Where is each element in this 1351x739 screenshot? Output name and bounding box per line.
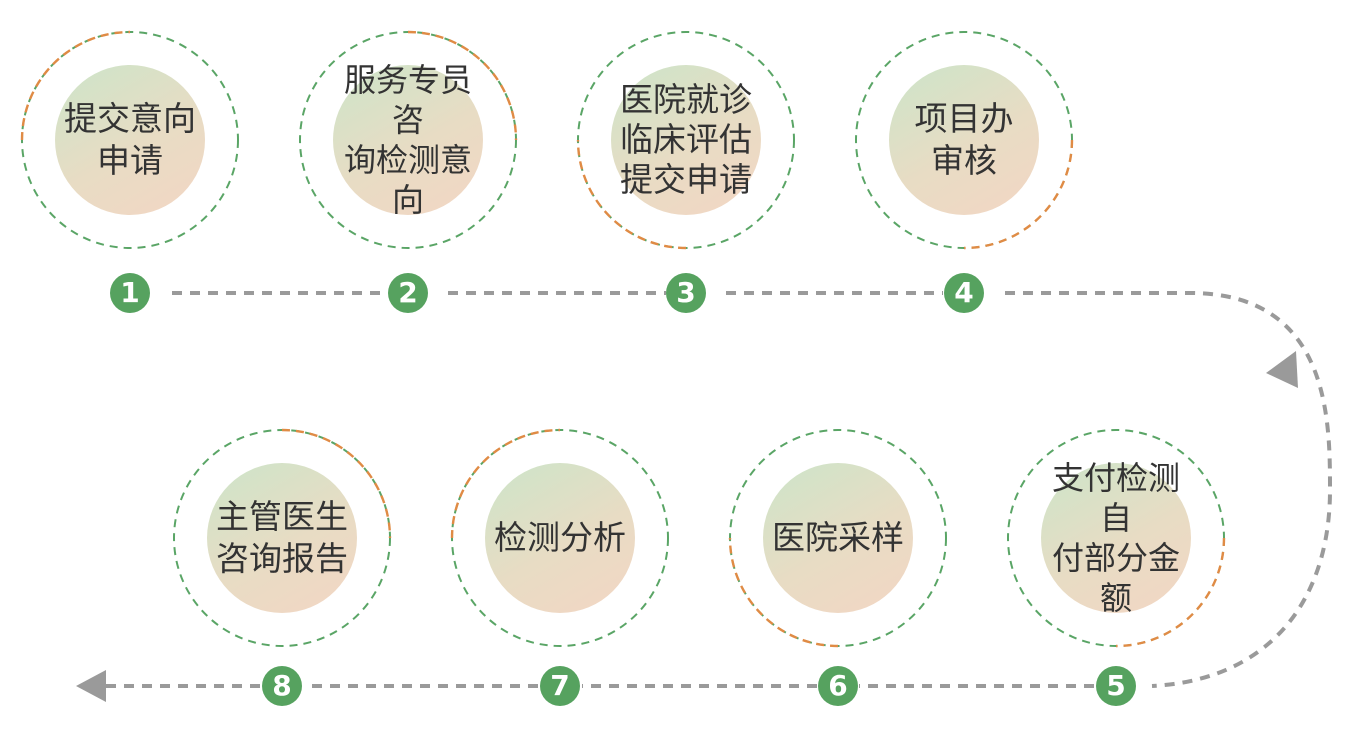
- step-number-badge-5: 5: [1096, 666, 1136, 706]
- step-8: 主管医生 咨询报告: [172, 428, 392, 648]
- step-number-badge-3: 3: [666, 273, 706, 313]
- step-disc: 服务专员咨 询检测意向: [333, 61, 483, 219]
- dashed-ring: [576, 31, 795, 250]
- arrowhead-down-icon: [1266, 351, 1298, 388]
- step-disc: 检测分析: [485, 463, 635, 613]
- step-disc: 提交意向 申请: [55, 65, 205, 215]
- step-disc: 医院就诊 临床评估 提交申请: [611, 65, 761, 215]
- step-1: 提交意向 申请: [20, 30, 240, 250]
- step-label: 支付检测自 付部分金额: [1051, 459, 1180, 617]
- step-label: 医院就诊 临床评估 提交申请: [620, 80, 752, 199]
- dashed-ring: [1007, 429, 1226, 648]
- step-label: 检测分析: [494, 518, 626, 557]
- step-disc: 支付检测自 付部分金额: [1041, 459, 1191, 617]
- step-label: 服务专员咨 询检测意向: [343, 61, 472, 219]
- step-label: 医院采样: [772, 518, 904, 557]
- dashed-ring: [855, 31, 1074, 250]
- step-label: 提交意向 申请: [64, 99, 196, 180]
- step-disc: 主管医生 咨询报告: [207, 463, 357, 613]
- step-disc: 项目办 审核: [889, 65, 1039, 215]
- dashed-ring: [20, 30, 239, 249]
- dashed-ring: [728, 429, 947, 648]
- step-number-badge-1: 1: [110, 273, 150, 313]
- step-2: 服务专员咨 询检测意向: [298, 30, 518, 250]
- step-label: 主管医生 咨询报告: [216, 497, 348, 578]
- step-3: 医院就诊 临床评估 提交申请: [576, 30, 796, 250]
- step-number-badge-4: 4: [944, 273, 984, 313]
- dashed-ring: [173, 428, 392, 647]
- step-disc: 医院采样: [763, 463, 913, 613]
- step-5: 支付检测自 付部分金额: [1006, 428, 1226, 648]
- step-number-badge-7: 7: [540, 666, 580, 706]
- step-number-badge-8: 8: [262, 666, 302, 706]
- dashed-ring: [299, 30, 518, 249]
- step-6: 医院采样: [728, 428, 948, 648]
- step-7: 检测分析: [450, 428, 670, 648]
- step-4: 项目办 审核: [854, 30, 1074, 250]
- connector-4-5-curve: [1005, 291, 1333, 688]
- step-number-badge-6: 6: [818, 666, 858, 706]
- step-number-badge-2: 2: [388, 273, 428, 313]
- step-label: 项目办 审核: [914, 99, 1014, 180]
- arrowhead-left-icon: [76, 670, 106, 702]
- dashed-ring: [450, 428, 669, 647]
